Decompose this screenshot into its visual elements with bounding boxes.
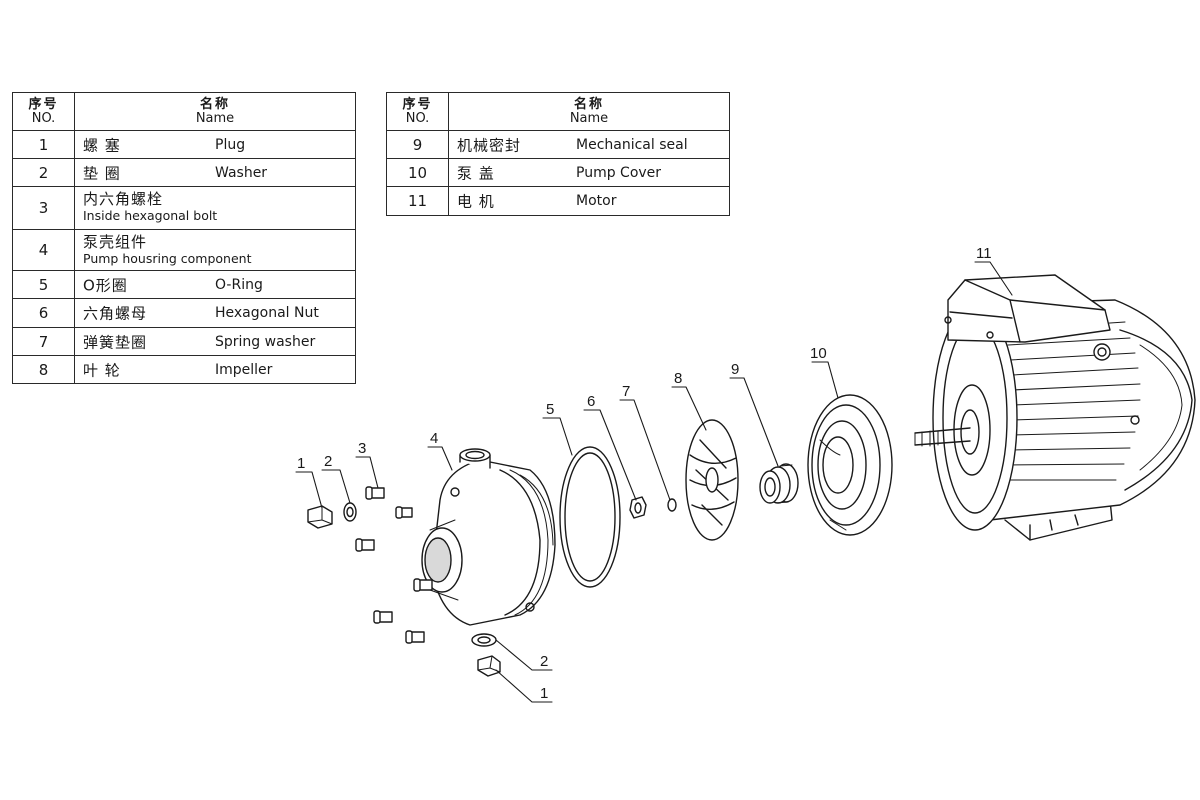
row-name: 六角螺母 Hexagonal Nut <box>74 298 356 328</box>
row-name-en: Spring washer <box>215 333 316 350</box>
impeller <box>685 419 739 541</box>
header-no: 序号 NO. <box>12 92 75 131</box>
header-name-cn: 名称 <box>573 96 604 112</box>
callout-6: 6 <box>587 393 595 410</box>
table-row: 6 六角螺母 Hexagonal Nut <box>12 298 356 328</box>
leader-lines <box>295 261 1013 703</box>
row-name-cn: 电 机 <box>457 192 495 211</box>
table-header-row: 序号 NO. 名称 Name <box>12 92 356 131</box>
header-no-cn: 序号 <box>402 96 433 112</box>
row-name-cn: 螺 塞 <box>83 136 121 154</box>
table-row: 9 机械密封 Mechanical seal <box>386 130 730 159</box>
table-row: 8 叶 轮 Impeller <box>12 355 356 384</box>
table-row: 1 螺 塞 Plug <box>12 130 356 159</box>
header-no-en: NO. <box>31 110 56 126</box>
spring-washer <box>667 498 677 512</box>
row-no: 8 <box>12 355 75 384</box>
callout-5: 5 <box>546 401 554 418</box>
table-row: 4 泵壳组件 Pump housring component <box>12 229 356 271</box>
row-name-en: Plug <box>215 136 246 153</box>
parts-table-right: 序号 NO. 名称 Name 9 机械密封 Mechanical seal 10… <box>386 92 730 216</box>
row-name: 机械密封 Mechanical seal <box>448 130 730 159</box>
header-name-en: Name <box>195 110 235 126</box>
callout-3: 3 <box>358 440 366 457</box>
row-no: 4 <box>12 229 75 271</box>
callout-2-bottom: 2 <box>540 653 548 670</box>
row-name-en: Pump Cover <box>576 164 662 181</box>
callout-7: 7 <box>622 383 630 400</box>
table-row: 2 垫 圈 Washer <box>12 158 356 187</box>
row-name-en: Pump housring component <box>83 251 252 266</box>
callout-8: 8 <box>674 370 682 387</box>
header-no-en: NO. <box>405 110 430 126</box>
row-name-en: Hexagonal Nut <box>215 305 319 321</box>
pump-housing <box>421 448 556 626</box>
mechanical-seal <box>759 463 799 504</box>
row-name-cn: 泵壳组件 <box>83 233 148 251</box>
callout-11: 11 <box>976 245 992 262</box>
header-no-cn: 序号 <box>28 96 59 112</box>
callout-2-top: 2 <box>324 453 332 470</box>
row-name: 垫 圈 Washer <box>74 158 356 187</box>
parts-table-left: 序号 NO. 名称 Name 1 螺 塞 Plug 2 垫 圈 Washer 3… <box>12 92 356 384</box>
row-name-cn: 叶 轮 <box>83 361 121 379</box>
row-no: 2 <box>12 158 75 187</box>
callouts: 1 2 3 4 5 6 7 8 9 10 11 2 1 <box>297 245 992 702</box>
row-no: 9 <box>386 130 449 159</box>
header-name-en: Name <box>569 110 609 126</box>
callout-9: 9 <box>731 361 739 378</box>
o-ring <box>559 446 621 588</box>
row-no: 7 <box>12 327 75 356</box>
plug-bottom <box>477 655 501 677</box>
row-name-cn: 机械密封 <box>457 136 522 154</box>
row-name: 泵壳组件 Pump housring component <box>74 229 356 271</box>
row-name-en: Inside hexagonal bolt <box>83 208 218 223</box>
row-name-en: Impeller <box>215 361 273 378</box>
row-name: 叶 轮 Impeller <box>74 355 356 384</box>
callout-4: 4 <box>430 430 438 447</box>
row-name-cn: 弹簧垫圈 <box>83 333 148 351</box>
header-no: 序号 NO. <box>386 92 449 131</box>
row-name-cn: 六角螺母 <box>83 304 148 323</box>
row-name-en: O-Ring <box>215 276 263 293</box>
row-name-cn: 垫 圈 <box>83 164 121 182</box>
row-name: 电 机 Motor <box>448 186 730 216</box>
row-name-cn: O形圈 <box>83 276 128 294</box>
row-name-en: Mechanical seal <box>576 136 688 153</box>
header-name: 名称 Name <box>74 92 356 131</box>
table-row: 3 内六角螺栓 Inside hexagonal bolt <box>12 186 356 230</box>
hexagonal-nut <box>629 496 647 519</box>
pump-cover <box>807 394 893 536</box>
plug-top <box>307 505 333 529</box>
hexagonal-socket-bolts <box>355 486 433 644</box>
callout-1-top: 1 <box>297 455 305 472</box>
row-name-en: Washer <box>215 164 268 181</box>
table-row: 11 电 机 Motor <box>386 186 730 216</box>
row-name-en: Motor <box>576 193 617 209</box>
washer-bottom <box>471 633 497 647</box>
callout-1-bottom: 1 <box>540 685 548 702</box>
row-name: 螺 塞 Plug <box>74 130 356 159</box>
row-name-cn: 内六角螺栓 <box>83 190 164 208</box>
header-name-cn: 名称 <box>199 96 230 112</box>
row-name: 内六角螺栓 Inside hexagonal bolt <box>74 186 356 230</box>
row-no: 11 <box>386 186 449 216</box>
motor <box>914 274 1196 541</box>
callout-10: 10 <box>810 345 827 362</box>
washer-top <box>343 502 357 522</box>
row-name-cn: 泵 盖 <box>457 164 495 182</box>
